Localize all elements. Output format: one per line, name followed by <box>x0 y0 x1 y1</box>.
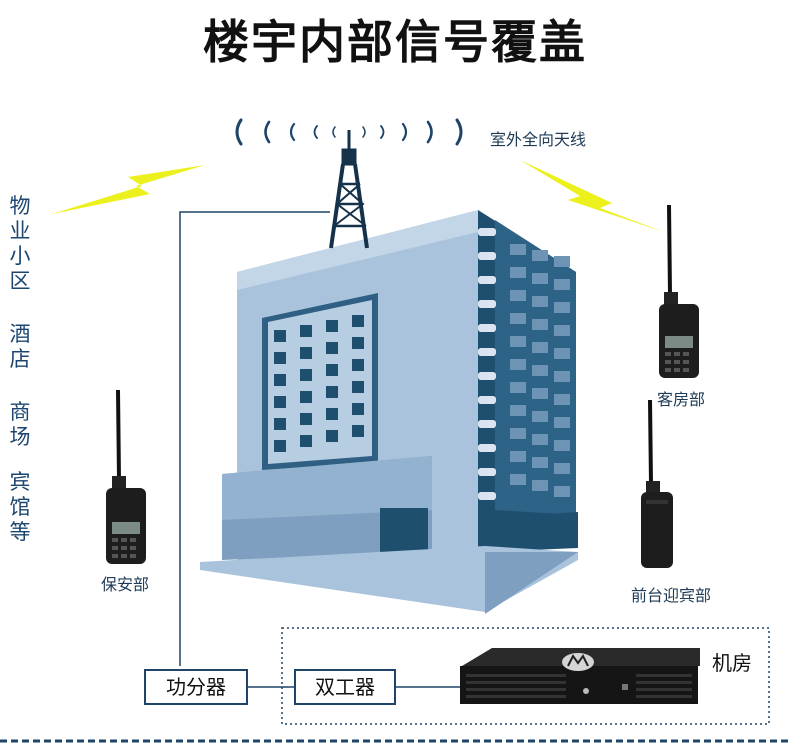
building-illustration <box>200 210 578 614</box>
side-label-residential: 物业小区 <box>8 194 32 294</box>
lightning-right-icon <box>520 160 664 232</box>
handheld-radio-front-desk-icon <box>641 400 673 568</box>
side-label-mall: 商场 <box>8 400 32 450</box>
radio-label-front-desk: 前台迎宾部 <box>631 582 711 606</box>
equipment-room-label: 机房 <box>712 647 752 676</box>
side-label-guesthouse: 宾馆等 <box>8 470 32 545</box>
radio-label-security: 保安部 <box>101 571 149 595</box>
duplexer-box: 双工器 <box>294 669 396 705</box>
antenna-tower-icon <box>331 130 367 248</box>
repeater-icon <box>460 648 700 704</box>
antenna-label: 室外全向天线 <box>490 126 586 150</box>
handheld-radio-security-icon <box>106 390 146 564</box>
radio-label-guest-room: 客房部 <box>657 386 705 410</box>
side-label-hotel: 酒店 <box>8 322 32 372</box>
power-divider-box: 功分器 <box>144 669 248 705</box>
lightning-left-icon <box>52 165 205 214</box>
handheld-radio-guest-room-icon <box>659 205 699 378</box>
